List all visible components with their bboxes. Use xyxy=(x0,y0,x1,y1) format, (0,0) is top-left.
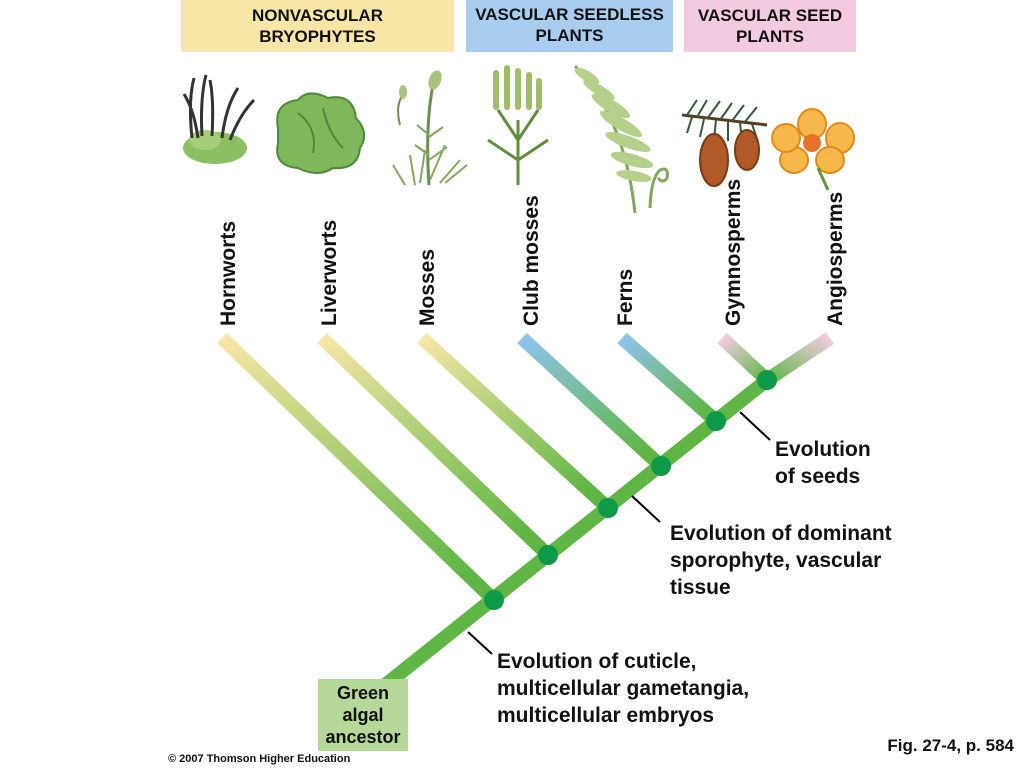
branch-angiosperms xyxy=(763,332,834,386)
node-fern-split xyxy=(706,411,726,431)
pointer-cuticle xyxy=(467,631,493,655)
club-moss-illustration xyxy=(487,65,549,185)
annotation-evolution-of-seeds: Evolution of seeds xyxy=(775,438,871,488)
moss-illustration xyxy=(392,70,468,186)
fern-illustration xyxy=(573,64,669,214)
tree-trunk xyxy=(379,374,772,692)
figure-reference: Fig. 27-4, p. 584 xyxy=(887,736,1014,755)
node-vascular xyxy=(651,456,671,476)
group-nonvascular-label: NONVASCULAR BRYOPHYTES xyxy=(252,6,383,46)
node-land-plants xyxy=(484,590,504,610)
group-vascular-seedless: VASCULAR SEEDLESS PLANTS xyxy=(466,0,673,52)
branch-mosses xyxy=(417,332,613,514)
group-nonvascular-bryophytes: NONVASCULAR BRYOPHYTES xyxy=(181,0,454,52)
angiosperm-flower-illustration xyxy=(771,108,855,191)
copyright-notice: © 2007 Thomson Higher Education xyxy=(168,753,351,765)
hornwort-illustration xyxy=(182,74,256,164)
branch-hornworts xyxy=(217,332,499,606)
branch-club-mosses xyxy=(517,332,666,472)
node-moss-split xyxy=(598,498,618,518)
gymnosperm-illustration xyxy=(682,99,768,187)
group-vascular-seed: VASCULAR SEED PLANTS xyxy=(684,0,856,52)
ancestor-label: Green algal ancestor xyxy=(325,683,401,747)
pointer-seeds xyxy=(739,411,771,441)
branch-ferns xyxy=(617,332,721,427)
annotation-evolution-of-vascular-tissue: Evolution of dominant sporophyte, vascul… xyxy=(670,522,892,599)
pointer-vascular xyxy=(631,495,661,523)
node-liverwort-split xyxy=(538,545,558,565)
group-seedless-label: VASCULAR SEEDLESS PLANTS xyxy=(475,5,664,45)
green-algal-ancestor-box: Green algal ancestor xyxy=(318,679,408,751)
node-seed-plants xyxy=(757,370,777,390)
branch-gymnosperms xyxy=(717,332,772,386)
annotation-evolution-of-cuticle: Evolution of cuticle, multicellular game… xyxy=(497,650,750,727)
liverwort-illustration xyxy=(276,92,366,174)
branch-liverworts xyxy=(317,332,553,561)
group-seed-label: VASCULAR SEED PLANTS xyxy=(697,6,843,46)
